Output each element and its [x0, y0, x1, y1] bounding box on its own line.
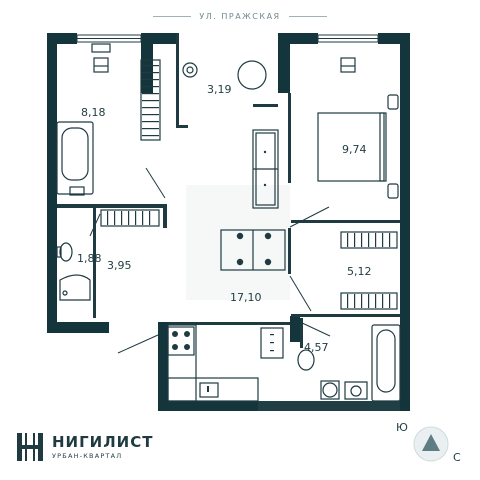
brand-subtitle: УРБАН-КВАРТАЛ — [52, 452, 123, 460]
room-area-bathroom-right: 4,57 — [304, 341, 329, 354]
bathtub-right-icon — [371, 324, 401, 402]
room-area-bedroom-right: 9,74 — [342, 143, 367, 156]
interior-walls — [57, 33, 400, 348]
sink-right-icon — [344, 381, 368, 400]
room-area-wardrobe: 3,19 — [207, 83, 232, 96]
living-floor-shade — [186, 185, 290, 300]
chair-round-icon — [237, 60, 267, 90]
room-area-storage: 5,12 — [347, 265, 372, 278]
furniture-details — [107, 65, 391, 392]
windows — [76, 34, 379, 43]
door-swings — [89, 167, 331, 354]
room-area-hallway: 3,95 — [107, 259, 132, 272]
room-area-bathroom-left: 1,88 — [77, 252, 102, 265]
sink-left-icon — [59, 274, 91, 301]
brand-name: НИГИЛИСТ — [52, 433, 154, 451]
stove-icon — [167, 326, 195, 356]
kitchen-counter-icon — [167, 324, 197, 402]
toilet-right-icon — [297, 349, 315, 371]
exterior-walls — [47, 33, 410, 411]
appliance-icon — [260, 327, 284, 359]
bed-icon — [317, 112, 385, 182]
brand-mark-icon — [17, 433, 43, 461]
toilet-left-icon — [59, 242, 73, 262]
compass-north-label: С — [453, 451, 461, 464]
kitchen-sink-icon — [199, 382, 219, 398]
washer-icon — [322, 382, 338, 398]
street-label: УЛ. ПРАЖСКАЯ — [0, 12, 480, 21]
desk-left-icon — [93, 57, 109, 73]
room-labels: 8,18 3,19 9,74 1,88 3,95 17,10 5,12 4,57 — [77, 83, 372, 354]
room-area-bedroom-left: 8,18 — [81, 106, 106, 119]
brand-logo: НИГИЛИСТ УРБАН-КВАРТАЛ — [16, 432, 153, 462]
compass-icon — [413, 426, 449, 462]
room-area-kitchen-living: 17,10 — [230, 291, 262, 304]
bathtub-left-icon — [56, 121, 94, 195]
desk-right-icon — [340, 57, 356, 73]
compass-south-label: Ю — [396, 421, 408, 434]
furniture — [56, 43, 401, 402]
